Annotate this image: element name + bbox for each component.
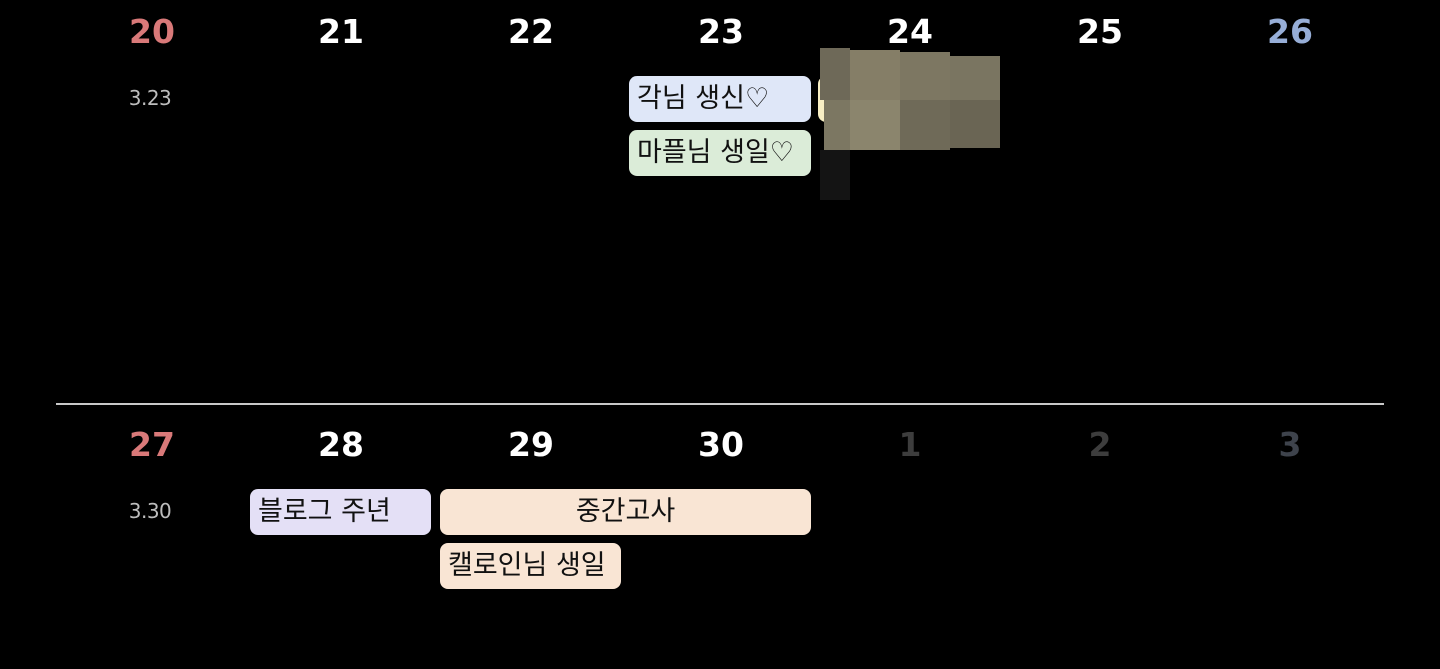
day-cell-monday[interactable]: 21 bbox=[318, 12, 364, 51]
event-chip[interactable]: 중간고사 bbox=[440, 489, 811, 535]
week-row-2: 27 28 29 30 1 2 3 3.30 블로그 주년 중간고사 캘로인님 … bbox=[0, 405, 1440, 669]
day-cell-wednesday[interactable]: 30 bbox=[698, 425, 744, 464]
event-chip[interactable]: 캘로인님 생일 bbox=[440, 543, 621, 589]
day-cell-tuesday[interactable]: 22 bbox=[508, 12, 554, 51]
day-cell-wednesday[interactable]: 23 bbox=[698, 12, 744, 51]
day-cell-friday[interactable]: 2 bbox=[1088, 425, 1112, 464]
week-label: 3.23 bbox=[128, 86, 172, 110]
day-cell-saturday[interactable]: 3 bbox=[1278, 425, 1302, 464]
day-cell-friday[interactable]: 25 bbox=[1077, 12, 1123, 51]
day-cell-thursday[interactable]: 24 bbox=[887, 12, 933, 51]
event-chip[interactable]: 각님 생신♡ bbox=[629, 76, 811, 122]
day-cell-sunday[interactable]: 27 bbox=[129, 425, 175, 464]
week-label: 3.30 bbox=[128, 499, 172, 523]
day-cell-tuesday[interactable]: 29 bbox=[508, 425, 554, 464]
day-cell-saturday[interactable]: 26 bbox=[1267, 12, 1313, 51]
pixelated-redaction bbox=[820, 48, 1000, 200]
event-chip[interactable]: 블로그 주년 bbox=[250, 489, 431, 535]
day-cell-thursday[interactable]: 1 bbox=[898, 425, 922, 464]
week-row-1: 20 21 22 23 24 25 26 3.23 각님 생신♡ 마플님 생일♡ bbox=[128, 12, 1313, 200]
day-cell-sunday[interactable]: 20 bbox=[129, 12, 175, 51]
day-cell-monday[interactable]: 28 bbox=[318, 425, 364, 464]
event-chip[interactable]: 마플님 생일♡ bbox=[629, 130, 811, 176]
week-divider bbox=[56, 403, 1384, 405]
